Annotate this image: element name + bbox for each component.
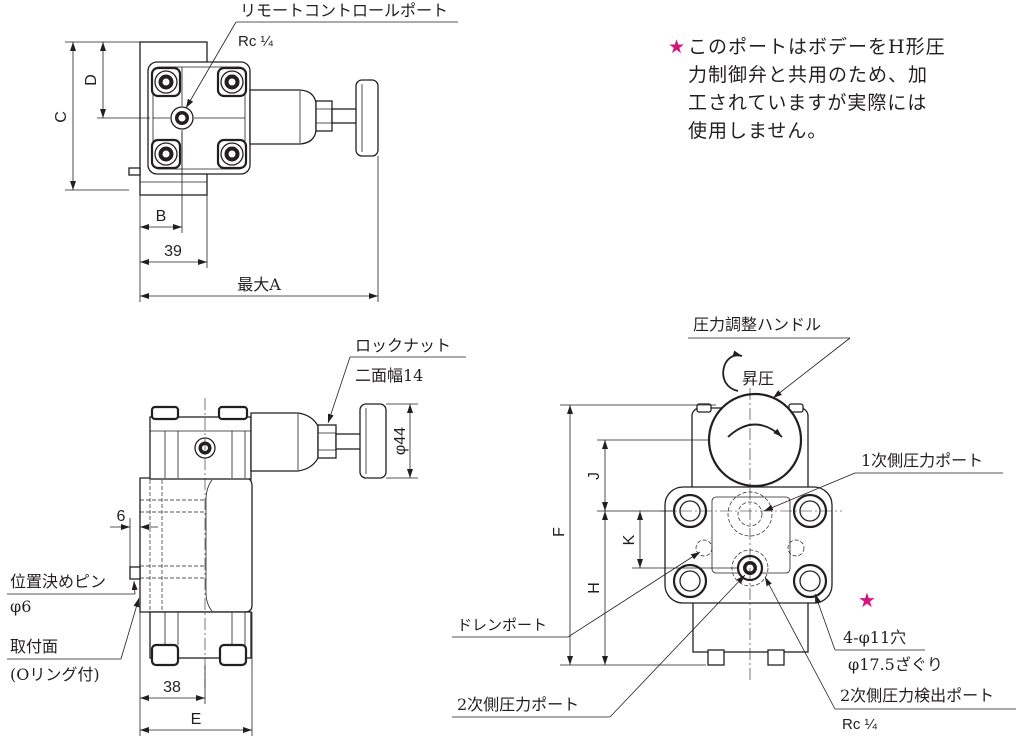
front-view-top-bolt-2 [217, 405, 249, 421]
port-bore [178, 114, 186, 122]
port-note: ★ このポートはボデーをH形圧 力制御弁と共用のため、加 工されていますが実際に… [668, 36, 946, 142]
unused-port-star-marker: ★ [858, 588, 876, 612]
plan-view-foot-right [767, 649, 785, 666]
front-view-handle-housing [250, 412, 319, 472]
through-hole [799, 570, 821, 592]
remote-port-label: リモートコントロールポート [240, 1, 448, 20]
lock-nut-label: ロックナット [355, 336, 451, 355]
bolt-socket [162, 150, 170, 158]
bolt-holes-label: 4-φ11穴 [843, 628, 906, 647]
dim-j-label: J [586, 472, 603, 480]
dim-d-label: D [83, 74, 100, 86]
dim-6-label: 6 [117, 508, 126, 525]
through-hole [679, 570, 701, 592]
pin-leader [131, 580, 138, 595]
mount-face-label: 取付面 [10, 637, 58, 656]
pin-diameter: φ6 [10, 597, 31, 616]
plan-view-drain-port-right [787, 539, 805, 557]
top-view-lock-nut-faces [316, 108, 332, 124]
primary-port-label: 1次側圧力ポート [861, 451, 983, 470]
rotation-direction-arrow [722, 350, 743, 392]
front-view-body [139, 477, 253, 613]
counterbore-label: φ17.5ざぐり [848, 655, 943, 674]
dim-h-label: H [586, 582, 603, 594]
remote-port-thread: Rc ¼ [238, 33, 274, 50]
front-view-locating-pin [129, 566, 141, 580]
lock-nut-leader [327, 356, 351, 424]
remote-port-leader [185, 21, 237, 109]
front-view-lock-nut [317, 424, 337, 459]
front-view-lower-lines [164, 612, 246, 645]
secondary-detect-port-label: 2次側圧力検出ポート [840, 686, 994, 705]
front-view-handle-knob [359, 403, 387, 479]
dim-max-a-label: 最大A [237, 275, 281, 294]
dim-k-label: K [621, 534, 638, 545]
note-line-3: 工されていますが実際には [688, 92, 927, 114]
note-star: ★ [668, 36, 685, 58]
bolt-socket [228, 150, 236, 158]
front-view-bottom-bolt-2 [218, 643, 248, 667]
secondary-port-label: 2次側圧力ポート [457, 695, 579, 714]
top-view-stem [331, 108, 359, 124]
bolt-holes-leader [814, 593, 836, 651]
pin-label: 位置決めピン [10, 572, 106, 591]
rotation-label: 昇圧 [742, 369, 774, 388]
note-line-2: 力制御弁と共用のため、加 [688, 64, 928, 86]
plan-view: F J H K 圧力調整ハンドル 昇圧 1次側圧力ポート ★ ドレンポート 4-… [452, 315, 1016, 733]
dim-phi44-label: φ44 [392, 427, 409, 455]
top-view-bolt-1 [154, 70, 178, 94]
bolt-socket [162, 78, 170, 86]
primary-port-leader [763, 472, 856, 512]
plan-view-knob-arc-arrow [727, 423, 783, 438]
top-view-lock-nut [315, 100, 333, 132]
secondary-port-leader [609, 574, 746, 718]
top-view-handle-knob [355, 79, 379, 157]
front-view-stem [335, 433, 363, 450]
front-view-extension-lines [129, 403, 418, 736]
top-view-bolt-4 [220, 142, 244, 166]
front-view-cover-lines [164, 431, 246, 478]
plan-view-bolt-hole-3 [672, 563, 708, 599]
plan-view-housing-tab-left [696, 403, 712, 413]
dim-e-label: E [191, 711, 202, 728]
front-view-top-bolt-1 [150, 405, 180, 421]
plan-view-bolt-hole-4 [792, 563, 828, 599]
plan-view-drain-port-left [695, 539, 713, 557]
remote-control-port [170, 106, 194, 130]
dim-f-label: F [551, 527, 568, 537]
front-view-hidden-bores [140, 480, 205, 610]
dim-38-label: 38 [163, 679, 181, 696]
drain-port-label: ドレンポート [457, 616, 547, 634]
handle-leader [772, 337, 851, 399]
front-view-body-bore [205, 479, 213, 612]
top-view-bolt-2 [220, 70, 244, 94]
plan-view-extension-lines [560, 404, 738, 666]
note-line-1: このポートはボデーをH形圧 [688, 36, 946, 58]
dim-b-label: B [156, 208, 167, 225]
top-view: リモートコントロールポート Rc ¼ C D B 39 最大A [53, 1, 458, 302]
top-view-handle-housing [249, 89, 317, 145]
plan-view-foot-left [707, 649, 725, 666]
secondary-detect-port-thread: Rc ¼ [842, 716, 878, 733]
top-view-bolt-3 [154, 142, 178, 166]
front-view: φ44 6 38 E ロックナット 二面幅14 位置決めピン φ6 取付面 (O… [7, 336, 466, 736]
secondary-detect-port-leader [764, 576, 836, 710]
front-view-lock-nut-faces [318, 432, 336, 451]
mount-face-leader [120, 597, 140, 660]
front-view-bottom-bolt-1 [150, 643, 180, 667]
lock-nut-width: 二面幅14 [355, 366, 423, 385]
plan-view-primary-port-bore [737, 501, 763, 527]
bolt-socket [228, 78, 236, 86]
handle-label: 圧力調整ハンドル [693, 315, 821, 334]
drain-port-leader [567, 551, 701, 638]
plan-view-handle-knob [707, 392, 803, 488]
top-view-locating-pin [128, 167, 141, 176]
plan-view-lower-body [692, 599, 809, 653]
note-line-4: 使用しません。 [688, 120, 827, 142]
dim-c-label: C [53, 111, 70, 123]
dim-39-label: 39 [164, 243, 182, 260]
mount-face-note: (Oリング付) [10, 665, 100, 684]
